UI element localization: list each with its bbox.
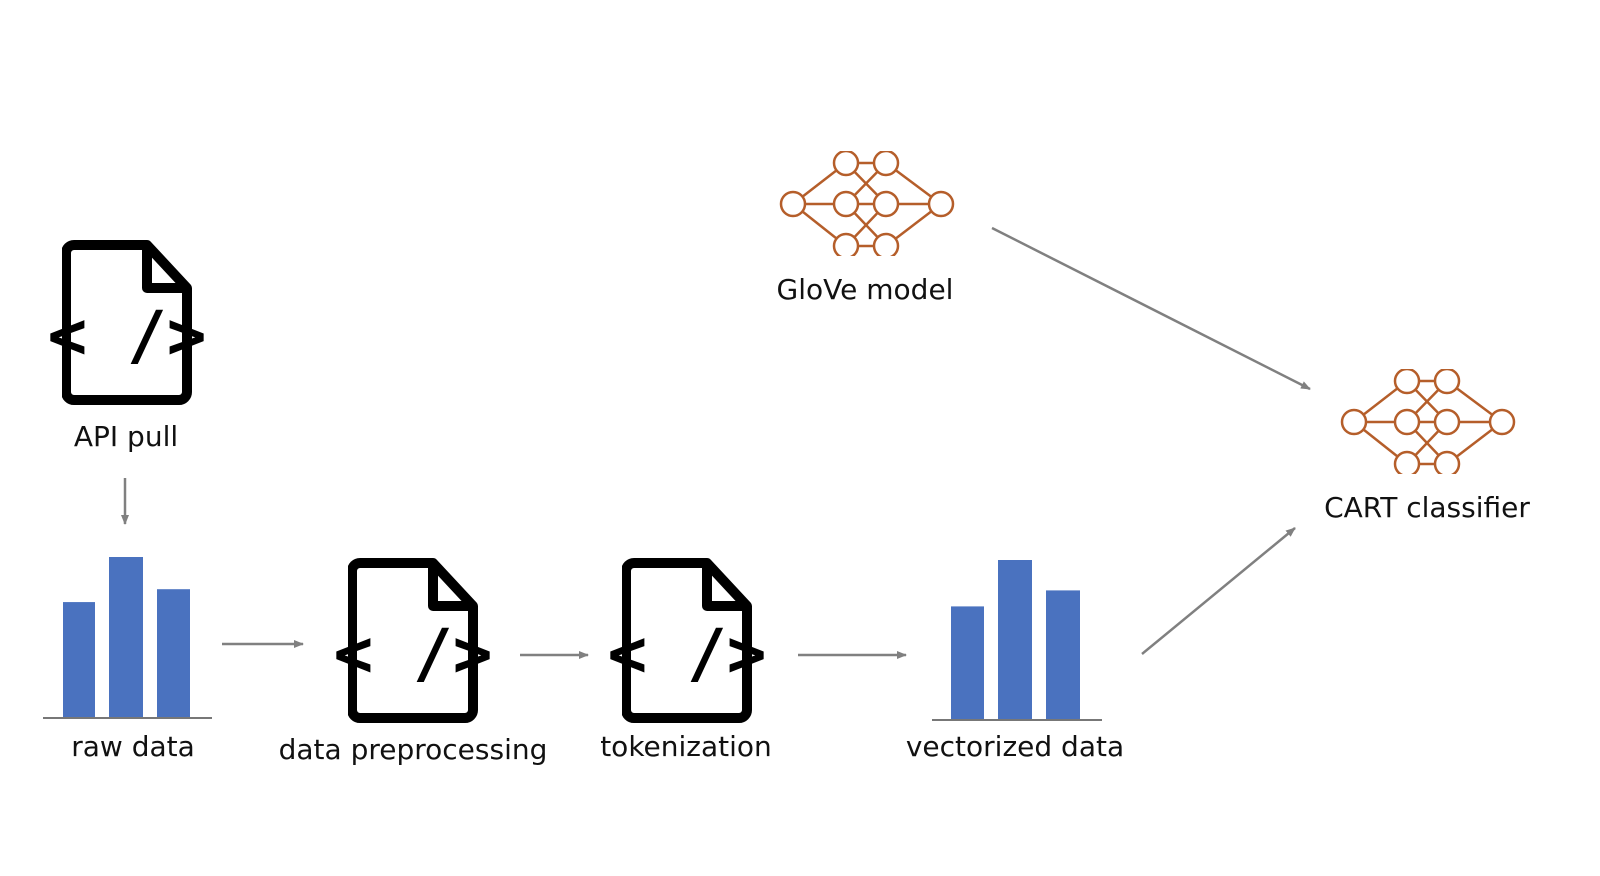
raw-data-node: raw data [43,557,212,763]
vectorized-data-label: vectorized data [906,730,1124,763]
code-glyph: < /> [48,297,207,374]
code-glyph: < /> [334,615,493,692]
raw-data-label: raw data [71,730,195,763]
cart-classifier-label: CART classifier [1324,491,1530,524]
bar-chart-icon [932,560,1102,721]
vectorized-data-bar-3 [1046,590,1080,720]
vectorized-data-bar-1 [951,606,984,720]
tokenization-node: < /> tokenization [600,563,772,763]
data-preprocessing-label: data preprocessing [279,733,548,766]
raw-data-bar-1 [63,602,95,718]
data-preprocessing-node: < /> data preprocessing [279,563,548,766]
glove-model-node: GloVe model [777,151,955,306]
glove-model-label: GloVe model [777,273,954,306]
tokenization-label: tokenization [600,730,772,763]
vectorized-data-bar-2 [998,560,1032,720]
bar-chart-icon [43,557,212,719]
code-glyph: < /> [608,615,767,692]
neural-network-icon [779,151,955,256]
neural-network-icon [1340,369,1516,474]
arrow-glove-to-cart [991,226,1311,391]
api-pull-label: API pull [74,420,178,453]
vectorized-data-node: vectorized data [906,560,1124,763]
cart-classifier-node: CART classifier [1324,369,1530,524]
raw-data-bar-2 [109,557,143,718]
arrow-vectorized-to-cart [1141,527,1296,655]
raw-data-bar-3 [157,589,190,718]
api-pull-node: < /> API pull [48,245,207,453]
